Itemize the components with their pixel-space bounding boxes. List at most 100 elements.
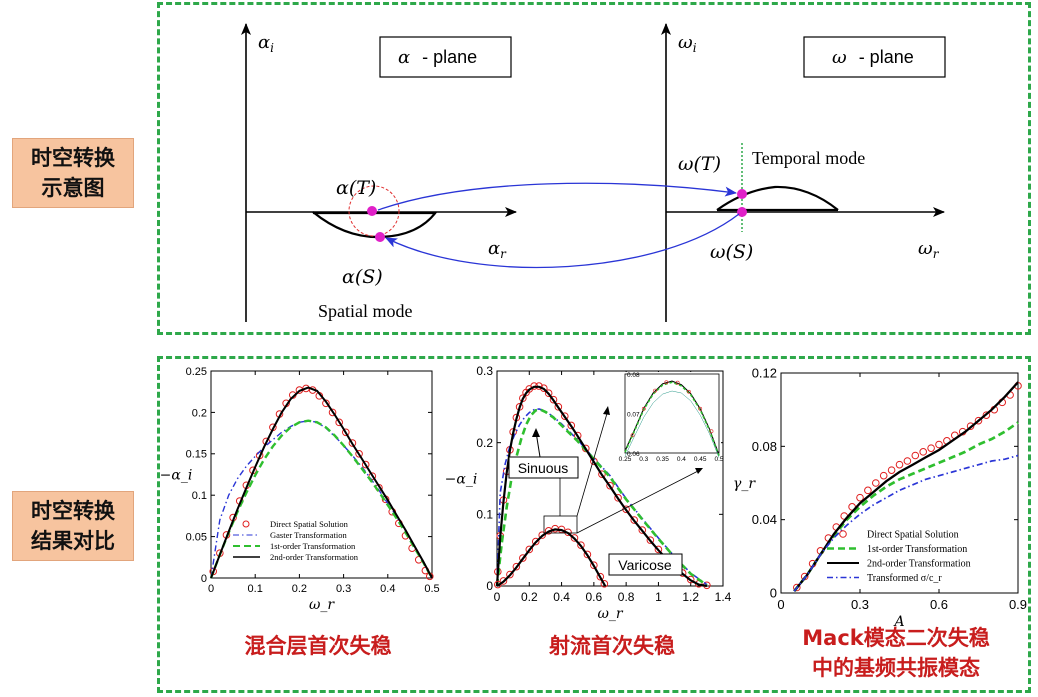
chart3-xlabel: A bbox=[892, 614, 904, 630]
chart2-inset-ytick-label: 0.08 bbox=[627, 372, 640, 379]
chart2-inset-point bbox=[653, 388, 657, 393]
chart3-series-0-point bbox=[911, 451, 920, 460]
chart2-inset-frame bbox=[624, 373, 720, 454]
chart2-series-0-point bbox=[630, 516, 639, 524]
chart1-ylabel: −α_i bbox=[160, 468, 193, 484]
chart3-series-0-point bbox=[887, 466, 896, 474]
omega-plane-box-text: ω- plane bbox=[832, 47, 914, 68]
chart3-legend-entry: 2nd-order Transformation bbox=[867, 559, 971, 570]
chart1-xlabel: ω_r bbox=[309, 597, 335, 613]
chart2-inset-line-1 bbox=[624, 381, 720, 457]
chart1-legend-entry: Direct Spatial Solution bbox=[270, 519, 349, 529]
chart2-sinuous-arrowhead bbox=[532, 428, 540, 437]
chart2-inset-xtick-label: 0.3 bbox=[639, 456, 648, 463]
chart3-series-0-point bbox=[872, 479, 880, 487]
chart2-xtick-label: 1 bbox=[655, 590, 662, 604]
chart3-caption-line2: 中的基频共振模态 bbox=[812, 656, 980, 680]
chart2-inset-xtick-label: 0.25 bbox=[619, 456, 632, 463]
chart1-series-0-point bbox=[335, 418, 343, 427]
chart3-series-1-line bbox=[793, 421, 1019, 593]
chart2-series-4-point bbox=[583, 550, 592, 559]
chart1-series-2-line bbox=[209, 419, 434, 579]
chart3-series-0-point bbox=[879, 471, 888, 480]
chart2-frame bbox=[496, 370, 724, 587]
chart2-inset-ytick-label: 0.06 bbox=[627, 451, 640, 458]
alpha-s-point bbox=[375, 232, 385, 242]
chart1-ytick-label: 0.25 bbox=[186, 366, 207, 378]
chart2-zoom-connector bbox=[576, 469, 701, 534]
omega-x-axis-label: ωr bbox=[918, 238, 940, 261]
chart1-series-0-point bbox=[322, 399, 330, 408]
chart3-xtick-label: 0.3 bbox=[851, 597, 869, 612]
chart2-series-0-point bbox=[598, 470, 606, 479]
chart2-ytick-label: 0.2 bbox=[476, 436, 493, 450]
label-results-line2: 结果对比 bbox=[31, 529, 115, 553]
label-schematic-line2: 示意图 bbox=[41, 176, 105, 200]
chart1-ytick-label: 0.2 bbox=[192, 407, 207, 419]
chart3-legend-entry: 1st-order Transformation bbox=[867, 544, 967, 555]
chart3-series-0-point bbox=[974, 416, 983, 425]
chart1-xtick-label: 0.5 bbox=[424, 583, 439, 595]
chart3-xtick-label: 0.9 bbox=[1009, 597, 1027, 612]
chart2-series-4-point bbox=[590, 561, 598, 570]
chart2-series-3-line bbox=[495, 385, 708, 588]
results-panel bbox=[157, 356, 1031, 693]
chart2-ytick-label: 0.3 bbox=[476, 364, 493, 378]
chart2-xtick-label: 1.2 bbox=[682, 590, 699, 604]
chart2-inset-xtick-label: 0.35 bbox=[656, 456, 669, 463]
chart1-legend-entry: 1st-order Transformation bbox=[270, 541, 356, 551]
chart1-series-3-line bbox=[210, 386, 433, 579]
chart1-xtick-label: 0.3 bbox=[336, 583, 351, 595]
chart2-zoom-connector bbox=[576, 409, 609, 517]
chart3-xtick-label: 0 bbox=[777, 597, 784, 612]
chart3-ytick-label: 0 bbox=[770, 586, 777, 601]
chart3-legend-marker bbox=[839, 530, 847, 538]
chart2-xtick-label: 1.4 bbox=[715, 590, 732, 604]
chart2-inset-line-0 bbox=[624, 380, 720, 456]
temporal-mode-label: Temporal mode bbox=[752, 148, 865, 168]
chart1-xtick-label: 0 bbox=[208, 583, 214, 595]
chart2-series-4-point bbox=[506, 570, 514, 579]
omega-plane-box bbox=[803, 36, 946, 78]
chart2-inset-line-2 bbox=[624, 390, 720, 458]
chart1-ytick-label: 0 bbox=[201, 573, 207, 585]
chart2-ytick-label: 0 bbox=[486, 579, 493, 593]
chart2-inset-xtick-label: 0.5 bbox=[714, 456, 723, 463]
chart3-series-2-line bbox=[793, 381, 1019, 592]
chart2-inset-point bbox=[709, 429, 714, 434]
chart2-series-4-point bbox=[512, 562, 521, 571]
chart2-series-0-point bbox=[544, 389, 553, 398]
chart2-inset-point bbox=[698, 406, 703, 411]
chart2-series-0-point bbox=[561, 412, 569, 420]
chart2-inset-xtick-label: 0.45 bbox=[694, 456, 707, 463]
omega-t-point bbox=[737, 189, 747, 199]
chart1-ytick-label: 0.05 bbox=[186, 531, 207, 543]
chart2-series-0-point bbox=[606, 481, 614, 490]
alpha-plane-box bbox=[379, 36, 512, 78]
chart1-series-0-point bbox=[361, 460, 370, 469]
chart2-varicose-label: Varicose bbox=[618, 557, 672, 573]
chart1-ytick-label: 0.1 bbox=[192, 490, 207, 502]
chart3-frame bbox=[780, 372, 1019, 594]
chart2-series-0-point bbox=[638, 526, 647, 534]
chart3-series-0-point bbox=[927, 444, 935, 452]
alpha-dashed-circle bbox=[348, 185, 400, 237]
chart2-xtick-label: 0.6 bbox=[586, 590, 603, 604]
chart2-zoom-arrowhead bbox=[603, 406, 610, 415]
chart3-series-3-line bbox=[793, 454, 1019, 592]
alpha-x-axis-label: αr bbox=[488, 238, 507, 261]
chart2-series-1-line bbox=[496, 408, 708, 587]
chart3-xtick-label: 0.6 bbox=[930, 597, 948, 612]
chart2-ytick-label: 0.1 bbox=[476, 508, 493, 522]
chart2-sinuous-box bbox=[508, 456, 579, 479]
chart2-series-4-point bbox=[596, 572, 605, 581]
chart2-series-0-point bbox=[614, 494, 622, 502]
omega-s-point bbox=[737, 207, 747, 217]
chart3-series-0-point bbox=[919, 448, 928, 456]
arrow-alpha-to-omega bbox=[377, 182, 737, 211]
chart2-series-4-point bbox=[531, 537, 540, 546]
chart2-inset-ytick-label: 0.07 bbox=[627, 412, 640, 419]
chart1-series-0-point bbox=[355, 450, 363, 458]
chart1-legend-entry: Gaster Transformation bbox=[270, 530, 347, 540]
